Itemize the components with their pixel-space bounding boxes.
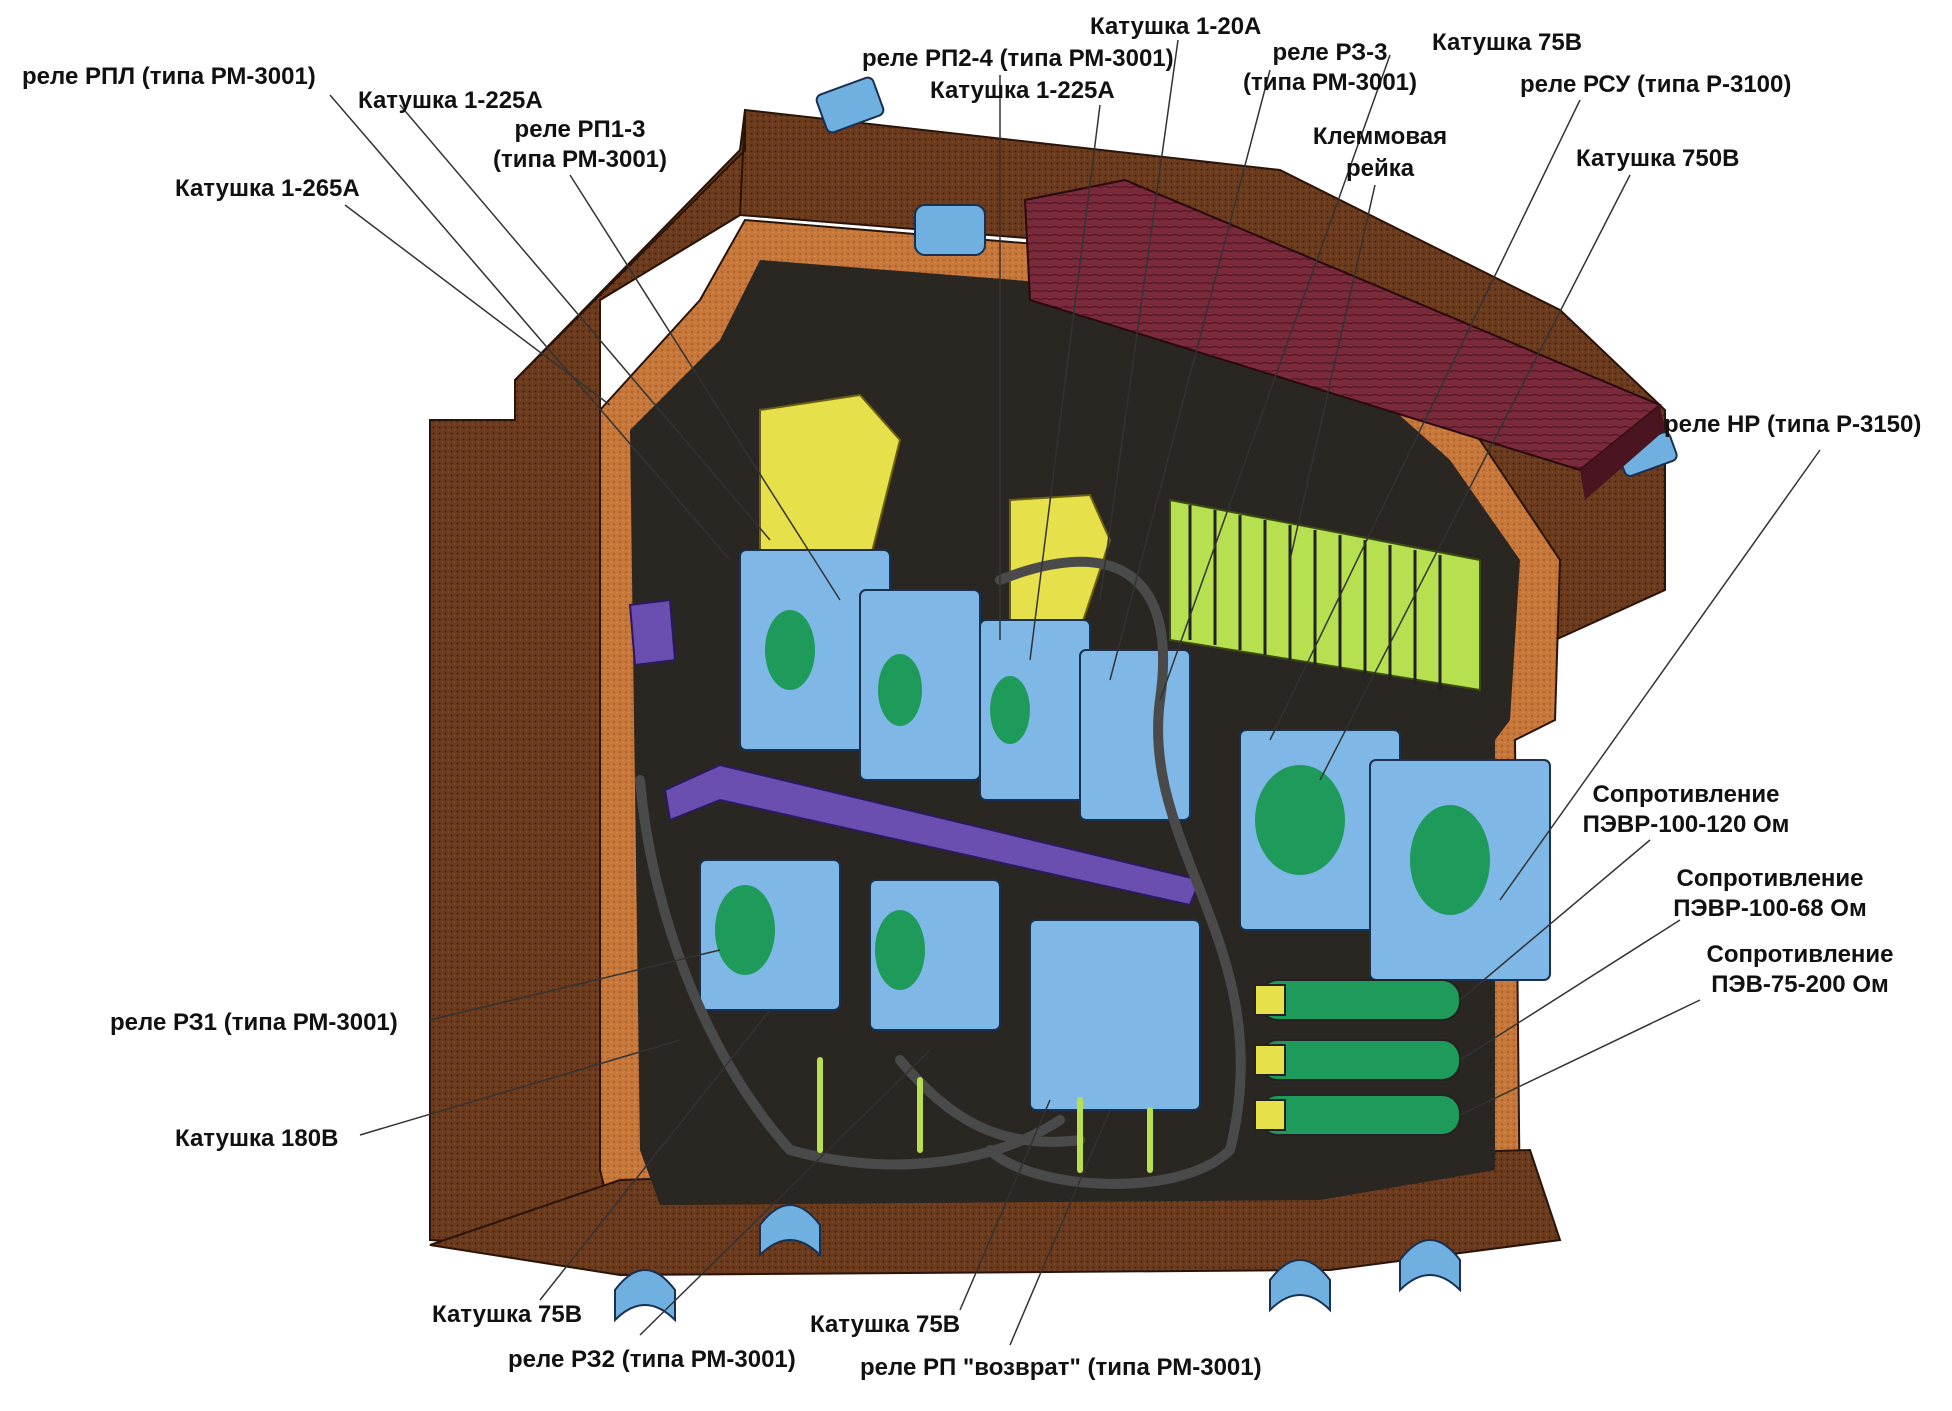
leader-rz1 bbox=[429, 949, 721, 1021]
label-rpl: реле РПЛ (типа РМ-3001) bbox=[22, 63, 316, 90]
leader-k1-225a-left bbox=[399, 104, 771, 541]
mounting-brackets bbox=[614, 76, 1678, 1323]
coil-750v bbox=[1255, 765, 1345, 875]
purple-clip bbox=[628, 598, 677, 667]
label-rz2: реле РЗ2 (типа РМ-3001) bbox=[508, 1346, 796, 1373]
label-rz-3-line1: реле РЗ-3 bbox=[1272, 39, 1388, 66]
relay-coils-bottom bbox=[715, 885, 925, 990]
resistor-pev-200 bbox=[1259, 1094, 1461, 1136]
leader-k1-20a bbox=[1099, 39, 1179, 601]
leader-nr bbox=[1499, 449, 1821, 901]
resistors bbox=[1254, 979, 1461, 1136]
leader-k750v bbox=[1319, 174, 1631, 781]
label-pevr-120-line1: Сопротивление bbox=[1592, 781, 1780, 808]
leader-pevr-68 bbox=[1459, 919, 1681, 1061]
label-pevr-120-line2: ПЭВР-100-120 Ом bbox=[1582, 811, 1790, 838]
label-k1-265a: Катушка 1-265А bbox=[175, 175, 360, 202]
leader-rp1-3 bbox=[569, 174, 841, 601]
label-rz-3-line2: (типа РМ-3001) bbox=[1242, 69, 1418, 96]
label-k1-225a-right: Катушка 1-225А bbox=[930, 77, 1115, 104]
coil-rsu bbox=[1410, 805, 1490, 915]
leader-k180v bbox=[359, 1039, 681, 1136]
relay-rp-return bbox=[1029, 919, 1201, 1111]
label-klem-line1: Клеммовая bbox=[1312, 123, 1448, 150]
leader-pevr-120 bbox=[1459, 839, 1651, 1001]
leader-rp-return bbox=[1009, 1109, 1111, 1346]
resistor-pevr-68 bbox=[1259, 1039, 1461, 1081]
label-nr: реле НР (типа Р-3150) bbox=[1664, 411, 1922, 438]
label-klem-line2: рейка bbox=[1345, 155, 1415, 182]
leader-pev-200 bbox=[1459, 999, 1701, 1116]
leader-rz-3 bbox=[1109, 69, 1271, 681]
bracket-bottom-3 bbox=[1269, 1259, 1331, 1313]
bracket-bottom-4 bbox=[1399, 1239, 1461, 1293]
relay-coils-top bbox=[765, 610, 1030, 744]
label-pev-200-line2: ПЭВ-75-200 Ом bbox=[1711, 971, 1889, 998]
label-k75v-bottom-left: Катушка 75В bbox=[432, 1301, 583, 1328]
yellow-bracket-left bbox=[759, 393, 902, 561]
label-k1-225a-left: Катушка 1-225А bbox=[358, 87, 543, 114]
bracket-bottom-2 bbox=[759, 1204, 821, 1258]
label-pevr-68-line2: ПЭВР-100-68 Ом bbox=[1673, 895, 1867, 922]
label-rp1-3-line2: (типа РМ-3001) bbox=[492, 146, 668, 173]
label-rp2-4: реле РП2-4 (типа РМ-3001) bbox=[862, 45, 1174, 72]
leader-rsu bbox=[1269, 99, 1581, 741]
label-pev-200-line1: Сопротивление bbox=[1706, 941, 1894, 968]
label-k750v: Катушка 750В bbox=[1576, 145, 1740, 172]
label-k180v: Катушка 180В bbox=[175, 1125, 339, 1152]
leader-k75v-bottom-mid bbox=[959, 1099, 1051, 1311]
label-rsu: реле РСУ (типа Р-3100) bbox=[1520, 71, 1792, 98]
label-k75v-bottom-mid: Катушка 75В bbox=[810, 1311, 961, 1338]
label-rp1-3-line1: реле РП1-3 bbox=[514, 116, 646, 143]
label-rp-return: реле РП "возврат" (типа РМ-3001) bbox=[860, 1354, 1262, 1381]
bracket-bottom-1 bbox=[614, 1269, 676, 1323]
bracket-top-1 bbox=[815, 76, 885, 134]
leader-rz2 bbox=[639, 1049, 931, 1336]
label-pevr-68-line1: Сопротивление bbox=[1676, 865, 1864, 892]
leader-lines bbox=[329, 39, 1821, 1346]
bracket-top-2 bbox=[914, 204, 986, 256]
leader-k75v-top bbox=[1159, 54, 1391, 701]
resistor-pevr-120 bbox=[1259, 979, 1461, 1021]
relay-rz-3 bbox=[1079, 649, 1191, 821]
leader-k75v-bottom-left bbox=[539, 1009, 771, 1301]
leader-k1-265a bbox=[344, 204, 611, 406]
lime-wires bbox=[817, 1057, 1153, 1173]
leader-rpl bbox=[329, 94, 731, 561]
label-k1-20a: Катушка 1-20А bbox=[1090, 13, 1262, 40]
label-rz1: реле РЗ1 (типа РМ-3001) bbox=[110, 1009, 398, 1036]
leader-klem bbox=[1289, 184, 1376, 561]
purple-rail bbox=[628, 598, 1202, 907]
relays-right bbox=[1239, 729, 1551, 981]
label-k75v-top: Катушка 75В bbox=[1432, 29, 1583, 56]
leader-k1-225a-right bbox=[1029, 104, 1101, 661]
